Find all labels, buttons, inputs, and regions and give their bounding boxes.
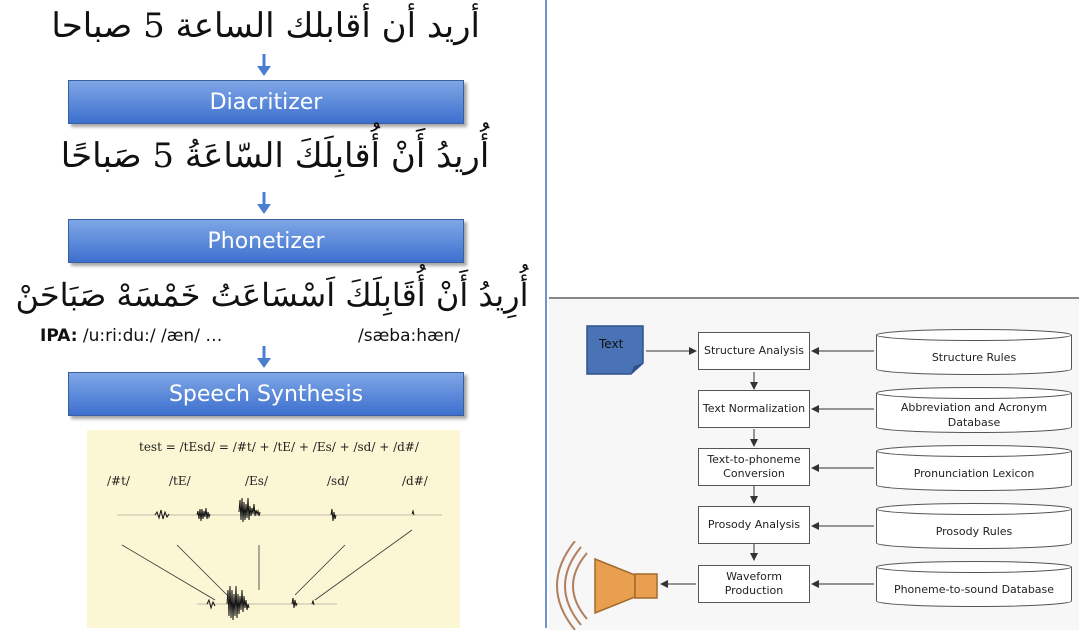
pronunciation-lexicon-label: Pronunciation Lexicon [913,466,1035,480]
diacritizer-label: Diacritizer [209,89,323,115]
arabic-diacritized-text: أُريدُ أَنْ أُقابِلَكَ السّاعَةُ 5 صَباح… [60,136,490,176]
segment-label: /Es/ [245,474,269,488]
text-document-icon [586,325,644,375]
arabic-input-text: أريد أن أقابلك الساعة 5 صباحا [51,6,480,46]
speech-synthesis-label: Speech Synthesis [168,381,364,407]
ipa-prefix: IPA: [40,326,78,346]
segment-label: /d#/ [402,474,428,488]
prosody-analysis-box: Prosody Analysis [698,506,810,544]
prosody-rules-db: Prosody Rules [876,503,1072,549]
ipa-line: IPA: /u:ri:du:/ /æn/ … [40,326,222,346]
structure-rules-label: Structure Rules [931,350,1017,364]
abbreviation-db-label: Abbreviation and Acronym Database [900,401,1048,429]
phonetizer-box: Phonetizer [68,219,464,263]
down-arrow-icon [257,192,271,214]
segment-label: /tE/ [169,474,191,488]
prosody-rules-label: Prosody Rules [935,524,1013,538]
waveform-production-box: Waveform Production [698,565,810,603]
arabic-phonetized-text: أُرِيدُ أَنْ أُقَابِلَكَ اَسْسَاعَتُ خَم… [15,276,529,314]
structure-analysis-box: Structure Analysis [698,332,810,370]
ipa-first: /u:ri:du:/ /æn/ … [82,326,223,346]
flow-connectors [646,347,874,588]
phoneme-to-sound-db: Phoneme-to-sound Database [876,561,1072,607]
panel-divider [545,0,547,628]
phonetizer-label: Phonetizer [207,228,325,254]
text-normalization-box: Text Normalization [698,390,810,428]
segment-label: /sd/ [327,474,349,488]
down-arrow-icon [257,346,271,368]
waveform-equation: test = /tEsd/ = /#t/ + /tE/ + /Es/ + /sd… [139,440,419,454]
arabic-pipeline-panel: أريد أن أقابلك الساعة 5 صباحا Diacritize… [15,0,547,628]
phoneme-to-sound-label: Phoneme-to-sound Database [893,582,1055,596]
structure-rules-db: Structure Rules [876,329,1072,375]
pronunciation-lexicon-db: Pronunciation Lexicon [876,445,1072,491]
waveform-figure: test = /tEsd/ = /#t/ + /tE/ + /Es/ + /sd… [87,430,460,628]
waveform-graphic [117,497,442,621]
speaker-icon [556,541,658,630]
ipa-last: /sæba:hæn/ [358,326,461,346]
down-arrow-icon [257,54,271,76]
abbreviation-db: Abbreviation and Acronym Database [876,387,1072,433]
segment-label: /#t/ [107,474,130,488]
text-to-phoneme-box: Text-to-phoneme Conversion [698,448,810,486]
diacritizer-box: Diacritizer [68,80,464,124]
tts-architecture-panel: Text Structure Analysis Text Normalizati… [549,297,1079,630]
speech-synthesis-box: Speech Synthesis [68,372,464,416]
text-node-label: Text [599,337,624,351]
